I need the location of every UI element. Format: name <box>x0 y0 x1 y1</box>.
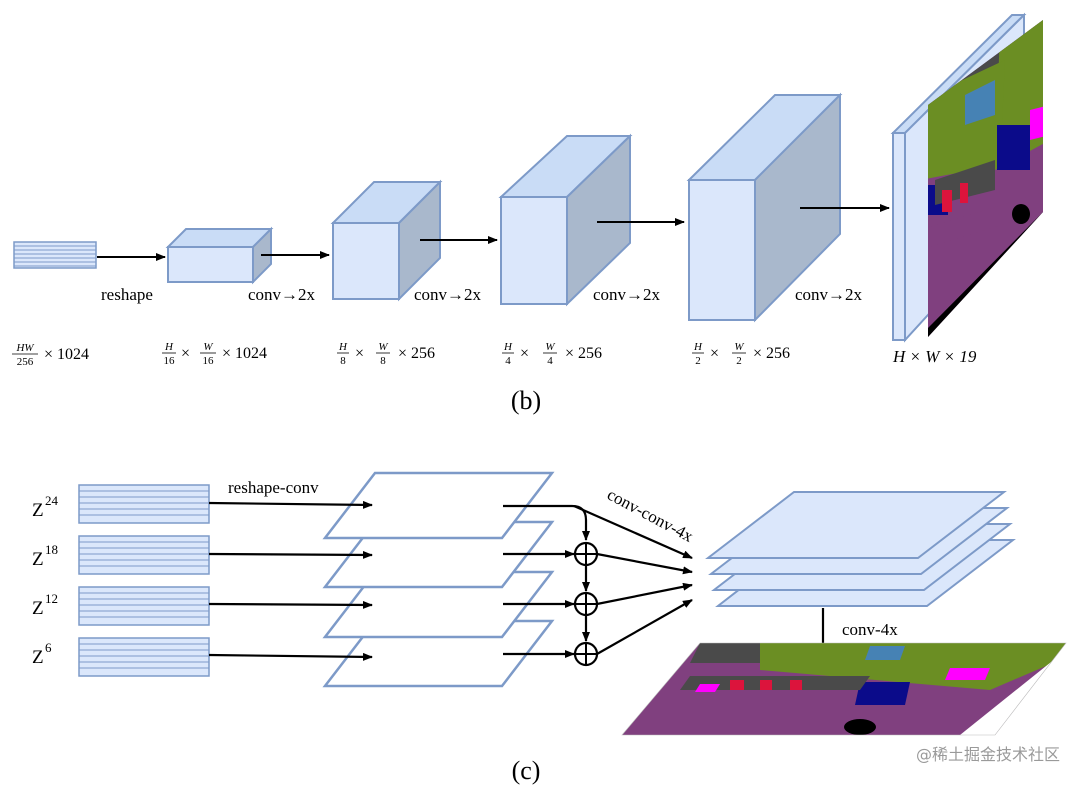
arrow-fuse-3 <box>596 599 693 655</box>
token-stack-z24 <box>78 484 210 524</box>
dim-label-3: H 4 × W 4 × 256 <box>502 341 602 367</box>
dim-label-1: H 16 × W 16 × 1024 <box>162 341 267 367</box>
feature-block-2 <box>330 179 443 302</box>
segmentation-map-c-border <box>621 642 1067 736</box>
dim1-num2: W <box>203 341 213 353</box>
z6-sup: 6 <box>45 640 52 655</box>
dim2-mid: × <box>355 345 364 362</box>
token-stack-z6 <box>78 637 210 677</box>
token-stack-input <box>13 241 97 269</box>
caption-b: (b) <box>511 386 541 415</box>
dim3-num2: W <box>545 341 555 353</box>
dim1-num1: H <box>164 341 174 353</box>
label-conv-2x-2: conv→2x <box>414 285 482 304</box>
arrow-fuse-2 <box>596 582 693 606</box>
sum-node-1 <box>573 541 599 567</box>
arrow-fuse-0 <box>573 504 693 560</box>
arrow-reshape-conv-z18 <box>208 550 373 559</box>
dim4-rest: × 256 <box>753 345 790 362</box>
arrow-reshape-conv-z12 <box>208 600 373 609</box>
z18-base: Z <box>32 549 44 570</box>
token-stack-z18 <box>78 535 210 575</box>
label-reshape-conv: reshape-conv <box>228 478 319 497</box>
dim2-den2: 8 <box>380 355 386 367</box>
z-label-12: Z 12 <box>32 591 58 619</box>
z-label-6: Z 6 <box>32 640 52 668</box>
segmentation-map-c <box>622 643 1066 735</box>
dim4-num1: H <box>693 341 703 353</box>
feature-block-1 <box>165 226 274 285</box>
dim1-mid: × <box>181 345 190 362</box>
dim3-num1: H <box>503 341 513 353</box>
label-conv-2x-3: conv→2x <box>593 285 661 304</box>
dim2-num1: H <box>338 341 348 353</box>
z24-base: Z <box>32 500 44 521</box>
label-conv-conv-4x: conv-conv-4x <box>604 485 697 546</box>
arrow-reshape-conv-z24 <box>208 500 373 509</box>
z12-sup: 12 <box>45 591 58 606</box>
arrow-reshape-conv-z6 <box>208 652 373 661</box>
z-label-18: Z 18 <box>32 542 58 570</box>
label-reshape: reshape <box>101 285 153 304</box>
dim2-rest: × 256 <box>398 345 435 362</box>
dim-label-2: H 8 × W 8 × 256 <box>337 341 435 367</box>
dim-label-0: HW 256 × 1024 <box>12 342 89 368</box>
z-label-24: Z 24 <box>32 493 59 521</box>
sum-node-2 <box>573 591 599 617</box>
caption-c: (c) <box>512 756 541 785</box>
dim2-num2: W <box>378 341 388 353</box>
dim1-den2: 16 <box>203 355 215 367</box>
dim3-rest: × 256 <box>565 345 602 362</box>
dim4-den2: 2 <box>736 355 742 367</box>
dim3-den2: 4 <box>547 355 553 367</box>
z24-sup: 24 <box>45 493 59 508</box>
dim1-rest: × 1024 <box>222 345 267 362</box>
dim0-den: 256 <box>17 356 34 368</box>
label-conv-2x-4: conv→2x <box>795 285 863 304</box>
dim-label-4: H 2 × W 2 × 256 <box>692 341 790 367</box>
feature-block-4 <box>686 92 843 323</box>
watermark: @稀土掘金技术社区 <box>916 745 1060 764</box>
dim4-mid: × <box>710 345 719 362</box>
dim3-den1: 4 <box>505 355 511 367</box>
plane-z24 <box>322 471 555 540</box>
dim4-den1: 2 <box>695 355 701 367</box>
dim0-rest: × 1024 <box>44 346 89 363</box>
panel-b: reshape conv→2x conv→2x conv→2x conv→2x … <box>12 12 1043 415</box>
dim1-den1: 16 <box>164 355 176 367</box>
dim-label-5: H × W × 19 <box>892 347 977 366</box>
z6-base: Z <box>32 647 44 668</box>
fused-feature-stack <box>705 491 1016 607</box>
token-stack-z12 <box>78 586 210 626</box>
feature-block-3 <box>498 133 633 307</box>
label-conv-4x: conv-4x <box>842 620 898 639</box>
dim2-den1: 8 <box>340 355 346 367</box>
label-conv-2x-1: conv→2x <box>248 285 316 304</box>
arrow-fuse-1 <box>596 552 693 575</box>
output-segmentation-block <box>890 12 1043 343</box>
z12-base: Z <box>32 598 44 619</box>
feature-planes <box>322 471 555 688</box>
sum-node-3 <box>573 641 599 667</box>
dim4-num2: W <box>734 341 744 353</box>
panel-c: Z 24 Z 18 Z 12 Z 6 <box>32 471 1067 785</box>
z18-sup: 18 <box>45 542 58 557</box>
dim3-mid: × <box>520 345 529 362</box>
dim0-num: HW <box>15 342 34 354</box>
